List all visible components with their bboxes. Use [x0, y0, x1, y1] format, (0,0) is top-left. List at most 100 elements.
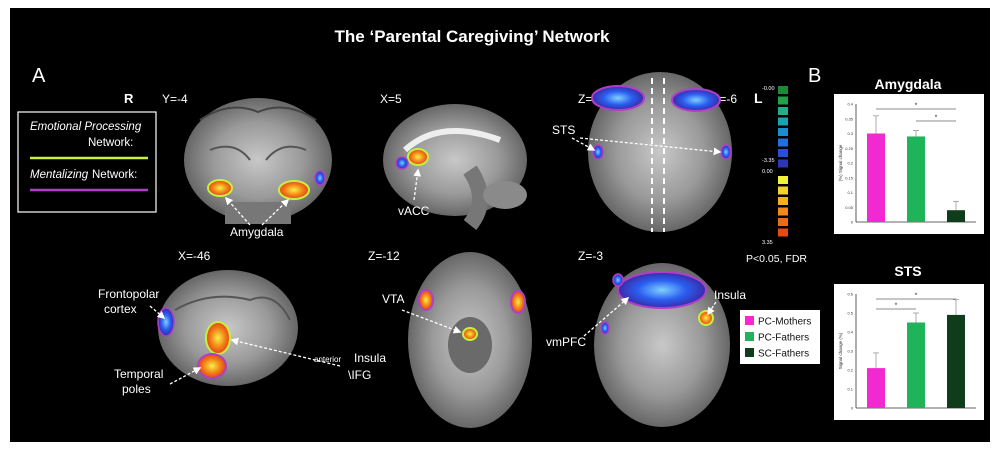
slice-label-top-2: X=5: [380, 92, 402, 106]
brain-sagittal-x5: X=5 vACC: [380, 92, 527, 230]
y-axis-label: (%) Signal change: [838, 144, 843, 181]
side-label-r: R: [124, 91, 134, 106]
condition-legend-swatch: [745, 332, 754, 341]
activation-amygdala-right: [207, 179, 233, 197]
y-tick-label: 0.4: [847, 102, 853, 107]
legend-emotional-suffix: Network:: [88, 137, 133, 149]
bar: [947, 210, 965, 222]
colorbar-segment: [778, 128, 788, 136]
condition-legend-swatch: [745, 348, 754, 357]
legend-box: [17, 111, 157, 213]
y-tick-label: 0.15: [845, 175, 854, 180]
label-amygdala: Amygdala: [230, 225, 284, 239]
bar: [867, 133, 885, 222]
y-tick-label: 0.2: [847, 161, 853, 166]
label-temporal-2: poles: [122, 382, 151, 396]
condition-legend-label: PC-Mothers: [758, 317, 811, 328]
bar: [907, 322, 925, 408]
slice-label-bottom-1: X=-46: [178, 249, 211, 263]
colorbar-segment: [778, 96, 788, 105]
bar: [907, 136, 925, 222]
y-tick-label: 0: [851, 220, 854, 225]
activation-vacc: [407, 148, 429, 166]
condition-legend-swatch: [745, 316, 754, 325]
label-temporal-1: Temporal: [114, 367, 163, 381]
condition-legend-label: PC-Fathers: [758, 333, 809, 344]
label-sts: STS: [552, 123, 575, 137]
colorbar-segment: [778, 228, 788, 237]
y-tick-label: 0.6: [847, 292, 853, 297]
colorbar-tick-mid-2: 0.00: [762, 169, 773, 175]
colorbar-segment: [778, 159, 788, 168]
chart-amygdala-title: Amygdala: [875, 76, 942, 92]
brain-sagittal-x-46: X=-46 Frontopolar cortex Temporal poles …: [98, 249, 386, 396]
y-tick-label: 0.3: [847, 349, 853, 354]
condition-legend-label: SC-Fathers: [758, 349, 809, 360]
colorbar-tick-bottom: 3.35: [762, 240, 773, 246]
activation-amygdala-left: [278, 180, 310, 200]
y-axis-label: Signal change (%): [838, 332, 843, 369]
y-tick-label: 0.05: [845, 205, 854, 210]
brain-axial-z-3-bottom: Z=-3 Insula vmPFC: [546, 249, 746, 427]
chart-sts-title: STS: [894, 263, 921, 279]
significance-marker: *: [895, 303, 898, 310]
bar: [867, 368, 885, 408]
chart-sts: 0.6 0.5 0.4 0.3 0.2 0.1 0 Signal change (%) * *: [838, 292, 976, 411]
colorbar-segment: [778, 197, 788, 205]
y-tick-label: 0.2: [847, 368, 853, 373]
slice-label-top-1: Y=-4: [162, 92, 188, 106]
significance-marker: *: [915, 293, 918, 300]
colorbar-segment: [778, 176, 788, 184]
label-ifg: \IFG: [348, 368, 371, 382]
colorbar-threshold: P<0.05, FDR: [746, 253, 807, 265]
y-tick-label: 0.4: [847, 330, 853, 335]
side-label-l: L: [754, 90, 763, 106]
significance-marker: *: [915, 103, 918, 110]
y-tick-label: 0.35: [845, 116, 854, 121]
y-tick-label: 0.25: [845, 146, 854, 151]
figure-title: The ‘Parental Caregiving’ Network: [335, 27, 610, 46]
label-insula-right: Insula: [714, 288, 746, 302]
label-vta: VTA: [382, 292, 404, 306]
colorbar-segment: [778, 138, 788, 147]
panel-b-label: B: [808, 65, 821, 87]
brain-axial-z-12: Z=-12 VTA: [368, 249, 532, 428]
label-insula-prefix: anterior: [314, 355, 341, 364]
colorbar-segment: [778, 107, 788, 115]
slice-label-bottom-3: Z=-3: [578, 249, 603, 263]
colorbar-segment: [778, 186, 788, 195]
colorbar-segment: [778, 207, 788, 216]
label-vmpfc: vmPFC: [546, 335, 586, 349]
slice-label-bottom-2: Z=-12: [368, 249, 400, 263]
colorbar-tick-top: -0.00: [762, 86, 775, 92]
bar: [947, 314, 965, 408]
colorbar-segment: [778, 86, 788, 94]
legend-mentalizing-title: Mentalizing: [30, 169, 89, 181]
chart-amygdala: 0.4 0.35 0.3 0.25 0.2 0.15 0.1 0.05 0 (%) Signal …: [838, 102, 976, 225]
y-tick-label: 0: [851, 406, 854, 411]
activation-vta: [462, 327, 478, 341]
label-frontopolar-2: cortex: [104, 302, 137, 316]
label-frontopolar-1: Frontopolar: [98, 287, 159, 301]
activation-insula-right: [698, 310, 714, 326]
colorbar-segment: [778, 117, 788, 126]
colorbar-segment: [778, 149, 788, 157]
colorbar: -0.00 -3.35 0.00 3.35 P<0.05, FDR: [746, 86, 807, 265]
colorbar-tick-mid-1: -3.35: [762, 158, 775, 164]
label-insula: Insula: [354, 351, 386, 365]
legend-emotional-title: Emotional Processing: [30, 121, 142, 133]
brain-coronal-y-4: Y=-4 Amygdala: [162, 92, 332, 239]
y-tick-label: 0.1: [847, 387, 853, 392]
panel-a-label: A: [32, 65, 46, 87]
network-legend: R Emotional Processing Network: Mentaliz…: [17, 91, 157, 213]
y-tick-label: 0.3: [847, 131, 853, 136]
significance-marker: *: [935, 115, 938, 122]
y-tick-label: 0.5: [847, 311, 853, 316]
y-tick-label: 0.1: [847, 190, 853, 195]
brain-axial-z-3-z-6: Z=-3 Z=-6 L STS: [552, 72, 763, 232]
legend-mentalizing-suffix: Network:: [92, 169, 137, 181]
label-vacc: vACC: [398, 204, 430, 218]
activation-anterior-insula: [205, 321, 231, 355]
